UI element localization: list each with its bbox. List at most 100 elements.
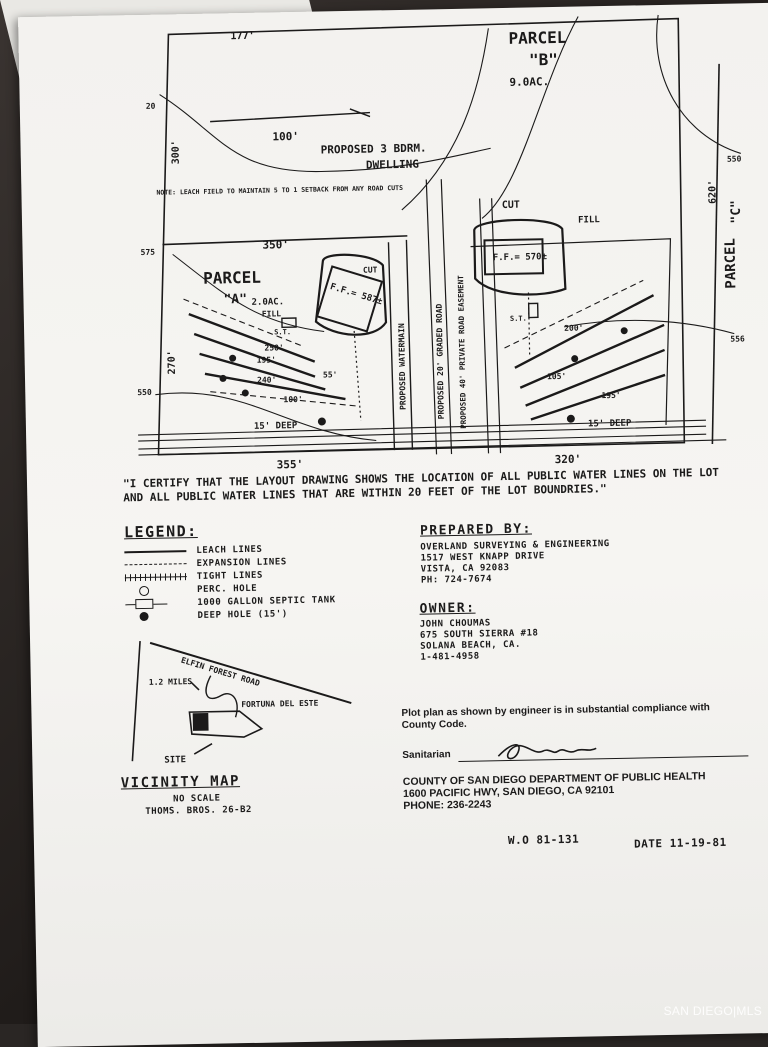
road-easement-lines [425,179,502,455]
proposed-dwelling-line1: PROPOSED 3 BDRM. [321,141,427,156]
prepared-by-block: PREPARED BY: OVERLAND SURVEYING & ENGINE… [420,518,731,587]
parcel-c-title: PARCEL [722,238,739,289]
dim-100: 100' [272,130,299,144]
contour-550-right [656,14,741,154]
compliance-statement: Plot plan as shown by engineer is in sub… [401,702,710,732]
vicinity-thomas-bros: THOMS. BROS. 26-B2 [145,804,252,817]
legend-perc-label: PERC. HOLE [196,583,258,595]
leach-setback-note: NOTE: LEACH FIELD TO MAINTAIN 5 TO 1 SET… [156,184,403,197]
expansion-lines-b [504,279,644,349]
contour-b [481,16,579,219]
document-date: DATE 11-19-81 [633,835,727,851]
vicinity-map-title: VICINITY MAP [120,773,241,792]
ff-a-label: F.F.= 587± [329,282,384,307]
fill-a-label: FILL [262,309,282,318]
deep-hole-a-label: 15' DEEP [254,421,298,432]
cut-a-label: CUT [363,265,378,274]
contour-550-label: 550 [137,388,152,397]
site-marker [192,712,209,731]
prepared-by-title: PREPARED BY: [419,521,533,539]
work-order-number: W.O 81-131 [507,832,580,848]
vicinity-no-scale: NO SCALE [173,793,221,805]
site-plan-drawing: PARCEL "B" 9.0AC. PARCEL "A" 2.0AC. PARC… [137,14,745,472]
dim-195: 195' [257,355,276,364]
parcel-c-line [470,238,672,425]
sanitarian-signature [497,744,597,760]
perc-hole-icon [219,374,227,382]
road-lines [138,419,727,456]
county-department-block: COUNTY OF SAN DIEGO DEPARTMENT OF PUBLIC… [403,769,764,812]
dim-195b: 195' [601,391,620,400]
contour-556-label: 556 [730,334,745,343]
dim-270: 270' [166,350,177,374]
perc-hole-legend-icon [125,585,187,596]
mls-watermark: SAN DIEGO|MLS [664,1004,762,1018]
tight-line-icon [124,572,187,583]
parcel-a-top-line [162,235,408,246]
ff-b-label: F.F.= 570± [493,252,548,263]
deep-hole-b-label: 15' DEEP [588,419,632,430]
dwelling-b-pad [473,218,567,296]
parcel-a-title: PARCEL [203,268,261,288]
deep-hole-legend-icon [126,611,188,622]
perc-hole-icon [229,354,237,362]
legend-block: LEGEND: LEACH LINES EXPANSION LINES TIGH… [124,518,416,624]
perc-hole-icon [571,355,579,363]
leach-line-icon [124,546,187,557]
legend-tight-label: TIGHT LINES [196,570,264,582]
septic-tank-legend-icon [125,598,187,609]
fortuna-road-line [205,675,238,718]
private-road-label: PROPOSED 40' PRIVATE ROAD EASEMENT [456,275,468,429]
deep-hole-icon [317,417,326,426]
watermain-lines [387,239,414,451]
septic-tank-icon [281,317,297,328]
graded-road-label: PROPOSED 20' GRADED ROAD [435,303,446,419]
dwelling-a-footprint [315,265,384,333]
dim-100b: 100' [283,395,302,404]
dim-320: 320' [555,453,582,467]
mls-watermark-text: SAN DIEGO|MLS [663,1004,762,1018]
site-parcel-outline [188,710,264,738]
dim-355: 355' [277,458,304,472]
vicinity-miles-label: 1.2 MILES [149,677,193,687]
parcel-b-title: PARCEL [508,28,566,48]
dwelling-b-footprint [483,238,545,276]
vicinity-left-road [131,641,141,762]
fortuna-label: FORTUNA DEL ESTE [241,699,318,709]
site-label: SITE [164,755,186,765]
owner-block: OWNER: JOHN CHOUMAS 675 SOUTH SIERRA #18… [419,597,660,664]
deep-hole-icon [566,414,575,423]
expansion-line-icon [124,559,187,570]
contour-550r-label: 550 [727,154,742,163]
dim-200: 200' [564,324,583,333]
st-a-label: S.T. [274,328,291,336]
contour-556 [564,319,735,335]
top-dimension-line [210,108,371,123]
parcel-c-letter: "C" [729,200,744,224]
parcel-b-letter: "B" [529,50,558,70]
dim-250: 250' [264,343,283,352]
plot-plan-document: PARCEL "B" 9.0AC. PARCEL "A" 2.0AC. PARC… [18,2,768,1047]
leach-lines-b [514,294,666,421]
owner-title: OWNER: [419,600,476,617]
proposed-dwelling-line2: DWELLING [366,158,420,172]
leach-lines-a [188,312,346,401]
parcel-a-acres: 2.0AC. [251,297,284,308]
dim-55: 55' [323,370,338,379]
right-boundary [711,63,720,445]
legend-septic-label: 1000 GALLON SEPTIC TANK [197,594,336,608]
property-boundary [157,17,686,456]
contour-top [401,28,489,211]
perc-hole-icon [241,389,249,397]
dim-300: 300' [170,140,181,164]
parcel-a-letter: "A" [223,292,247,307]
parcel-b-acres: 9.0AC. [509,75,549,89]
contour-575-label: 575 [141,248,156,257]
dim-350: 350' [262,238,289,252]
septic-tank-icon [527,302,539,319]
legend-expansion-label: EXPANSION LINES [196,556,287,569]
legend-leach-label: LEACH LINES [196,544,263,556]
dim-620: 620' [707,180,718,204]
contour-20-label: 20 [146,102,156,111]
elfin-forest-road-line [149,641,352,704]
